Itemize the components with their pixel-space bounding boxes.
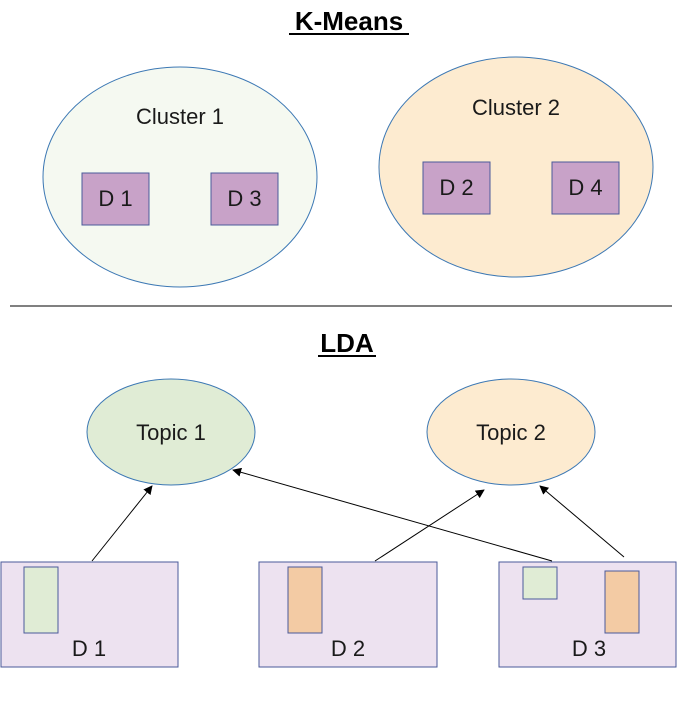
cluster-1: Cluster 1 D 1 D 3 <box>42 66 318 288</box>
cluster-2-ellipse <box>378 56 654 278</box>
doc-label: D 2 <box>439 175 473 200</box>
topic-1-label: Topic 1 <box>136 420 206 445</box>
doc-box <box>551 161 620 215</box>
doc-label: D 3 <box>227 186 261 211</box>
cluster-1-label: Cluster 1 <box>136 104 224 129</box>
edge-d1-topic1 <box>91 485 153 562</box>
cluster-1-doc-d1: D 1 <box>81 172 150 226</box>
doc-box <box>81 172 150 226</box>
lda-doc-d1: D 1 <box>0 561 179 668</box>
cluster-1-ellipse <box>42 66 318 288</box>
kmeans-title: K-Means <box>295 6 403 36</box>
topic-2-share-bar <box>604 570 640 634</box>
doc-box <box>210 172 279 226</box>
topic-1-share-bar <box>23 566 59 634</box>
doc-box <box>422 161 491 215</box>
lda-doc-d2: D 2 <box>258 561 438 668</box>
lda-doc-d3: D 3 <box>498 561 677 668</box>
topic-2-ellipse <box>426 378 596 486</box>
cluster-2-doc-d2: D 2 <box>422 161 491 215</box>
topic-2-share-bar <box>287 566 323 634</box>
topic-2-label: Topic 2 <box>476 420 546 445</box>
edge-d2-topic2 <box>374 489 485 562</box>
doc-label: D 2 <box>331 636 365 661</box>
lda-title: LDA <box>320 328 374 358</box>
doc-label: D 1 <box>98 186 132 211</box>
doc-label: D 4 <box>568 175 602 200</box>
topic-2: Topic 2 <box>426 378 596 486</box>
topic-1-ellipse <box>86 378 256 486</box>
cluster-2: Cluster 2 D 2 D 4 <box>378 56 654 278</box>
topic-1-share-bar <box>522 566 558 600</box>
doc-label: D 3 <box>572 636 606 661</box>
cluster-2-label: Cluster 2 <box>472 95 560 120</box>
cluster-2-doc-d4: D 4 <box>551 161 620 215</box>
edge-d3-topic2 <box>539 485 625 558</box>
edge-d3-topic1 <box>232 467 553 562</box>
cluster-1-doc-d3: D 3 <box>210 172 279 226</box>
topic-1: Topic 1 <box>86 378 256 486</box>
doc-label: D 1 <box>72 636 106 661</box>
